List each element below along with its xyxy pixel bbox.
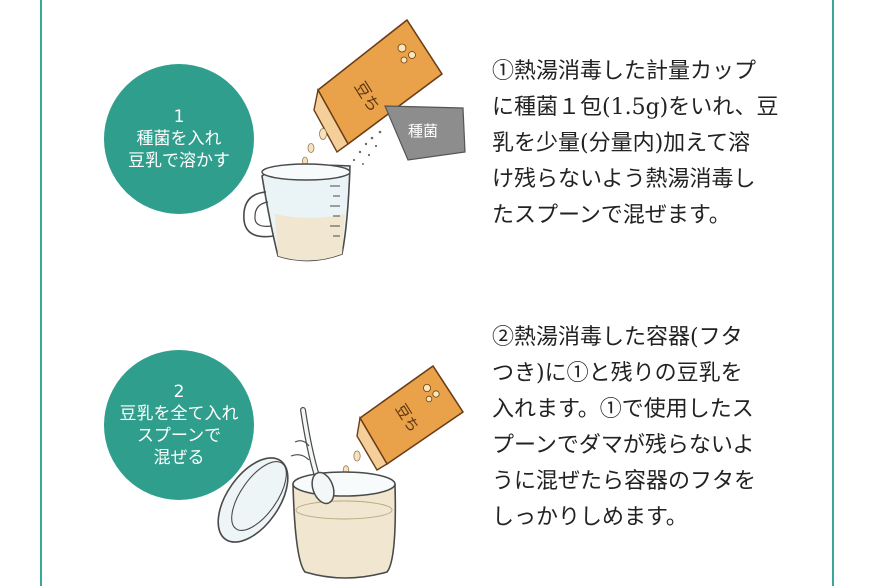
frame-left-border	[40, 0, 42, 586]
frame-right-border	[832, 0, 834, 586]
step-number: 2	[173, 382, 185, 402]
description-line: うに混ぜたら容器のフタを	[492, 469, 757, 494]
gray-packet-illustration: 種菌	[384, 105, 466, 161]
description-line: ②熱湯消毒した容器(フタ	[492, 325, 743, 350]
step-1-illustration: 豆ち 種菌	[243, 19, 466, 262]
step-2-badge: 2 豆乳を全て入れ スプーンで 混ぜる	[104, 350, 254, 500]
measuring-cup-illustration	[243, 163, 351, 262]
description-line: 乳を少量(分量内)加えて溶	[492, 131, 751, 156]
step-1: 1 種菌を入れ 豆乳で溶かす 豆ち 種菌	[104, 19, 822, 262]
starter-packet-illustration: 豆ち	[313, 19, 443, 154]
description-line: 入れます。①で使用したス	[492, 397, 754, 422]
description-line: け残らないよう熱湯消毒し	[492, 167, 756, 192]
description-line: しっかりしめます。	[492, 505, 688, 530]
description-line: プーンでダマが残らないよ	[492, 433, 755, 458]
badge-line: 豆乳で溶かす	[128, 151, 230, 171]
badge-line: スプーンで	[136, 426, 222, 446]
step-1-description: ①熱湯消毒した計量カップ に種菌１包(1.5g)をいれ、豆 乳を少量(分量内)加…	[492, 54, 822, 234]
container-illustration	[292, 471, 397, 579]
badge-line: 種菌を入れ	[136, 129, 222, 149]
description-line: に種菌１包(1.5g)をいれ、豆	[492, 95, 779, 120]
spoon-illustration	[290, 407, 335, 505]
step-1-badge: 1 種菌を入れ 豆乳で溶かす	[104, 64, 254, 214]
badge-line: 豆乳を全て入れ	[119, 404, 239, 424]
starter-packet-illustration: 豆ち	[356, 365, 464, 471]
step-2-illustration: 豆ち	[217, 365, 464, 579]
description-line: ①熱湯消毒した計量カップ	[492, 59, 757, 84]
step-2: 2 豆乳を全て入れ スプーンで 混ぜる 豆ち	[0, 300, 873, 586]
step-2-description: ②熱湯消毒した容器(フタ つき)に①と残りの豆乳を 入れます。①で使用したス プ…	[492, 320, 822, 536]
container-lid-illustration	[217, 457, 289, 543]
description-line: たスプーンで混ぜます。	[492, 203, 731, 228]
step-number: 1	[173, 107, 185, 127]
gray-packet-label: 種菌	[408, 122, 438, 140]
description-line: つき)に①と残りの豆乳を	[492, 361, 743, 386]
badge-line: 混ぜる	[153, 448, 205, 468]
